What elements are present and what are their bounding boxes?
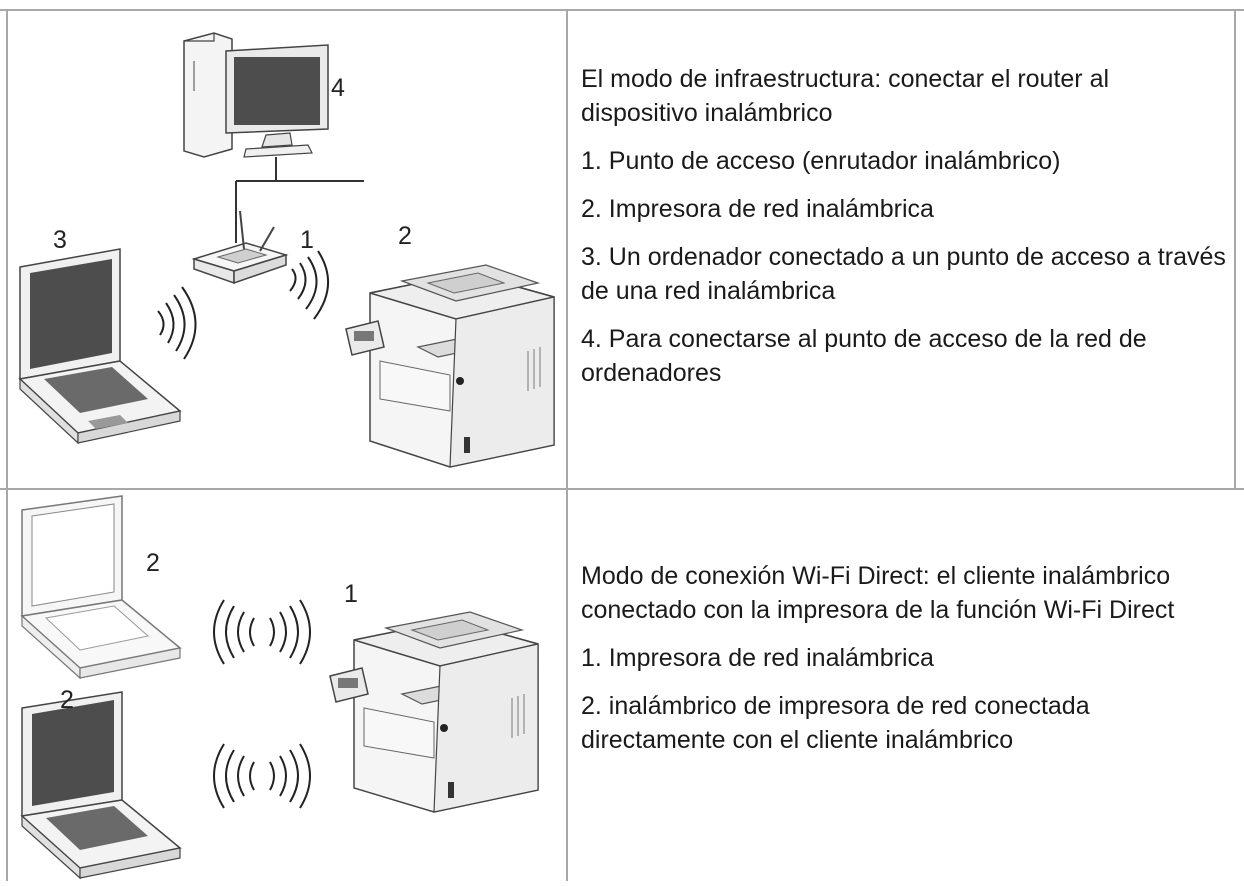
infrastructure-item-1: 1. Punto de acceso (enrutador inalámbric… xyxy=(581,147,1061,175)
printer-icon xyxy=(329,611,539,813)
infrastructure-item-4: 4. Para conectarse al punto de acceso de… xyxy=(581,325,1147,387)
wifi-direct-description: Modo de conexión Wi-Fi Direct: el client… xyxy=(581,559,1231,771)
infrastructure-item-3: 3. Un ordenador conectado a un punto de … xyxy=(581,243,1226,305)
wifi-waves-icon xyxy=(289,250,330,320)
wifi-direct-title: Modo de conexión Wi-Fi Direct: el client… xyxy=(581,562,1175,624)
table-border-center xyxy=(566,9,568,881)
label-printer-number: 2 xyxy=(398,222,412,250)
label-router-number: 1 xyxy=(300,226,314,254)
table-border-middle xyxy=(0,488,1244,490)
laptop-icon xyxy=(20,495,182,680)
infrastructure-illustration xyxy=(18,32,555,468)
laptop-icon xyxy=(20,691,182,880)
label-desktop-number: 4 xyxy=(331,74,345,102)
label-laptop-top-number: 2 xyxy=(146,549,160,577)
wifi-direct-illustration xyxy=(20,495,539,880)
wifi-direct-item-1: 1. Impresora de red inalámbrica xyxy=(581,644,934,672)
label-printer-number: 1 xyxy=(344,580,358,608)
wifi-waves-icon xyxy=(157,286,197,360)
wifi-waves-icon xyxy=(213,743,311,809)
router-icon xyxy=(191,210,289,285)
table-border-top xyxy=(0,9,1244,11)
laptop-icon xyxy=(18,248,182,445)
infrastructure-title: El modo de infraestructura: conectar el … xyxy=(581,65,1110,127)
printer-icon xyxy=(345,264,555,468)
infrastructure-item-2: 2. Impresora de red inalámbrica xyxy=(581,195,934,223)
wifi-direct-diagram xyxy=(8,490,564,881)
wifi-direct-item-2: 2. inalámbrico de impresora de red conec… xyxy=(581,692,1090,754)
label-laptop-bottom-number: 2 xyxy=(60,686,74,714)
desktop-computer-icon xyxy=(183,32,329,158)
infrastructure-diagram xyxy=(8,11,564,487)
wifi-waves-icon xyxy=(213,599,311,665)
infrastructure-description: El modo de infraestructura: conectar el … xyxy=(581,62,1231,404)
table-border-left xyxy=(6,9,8,881)
table-border-right xyxy=(1234,9,1236,489)
label-laptop-number: 3 xyxy=(53,226,67,254)
